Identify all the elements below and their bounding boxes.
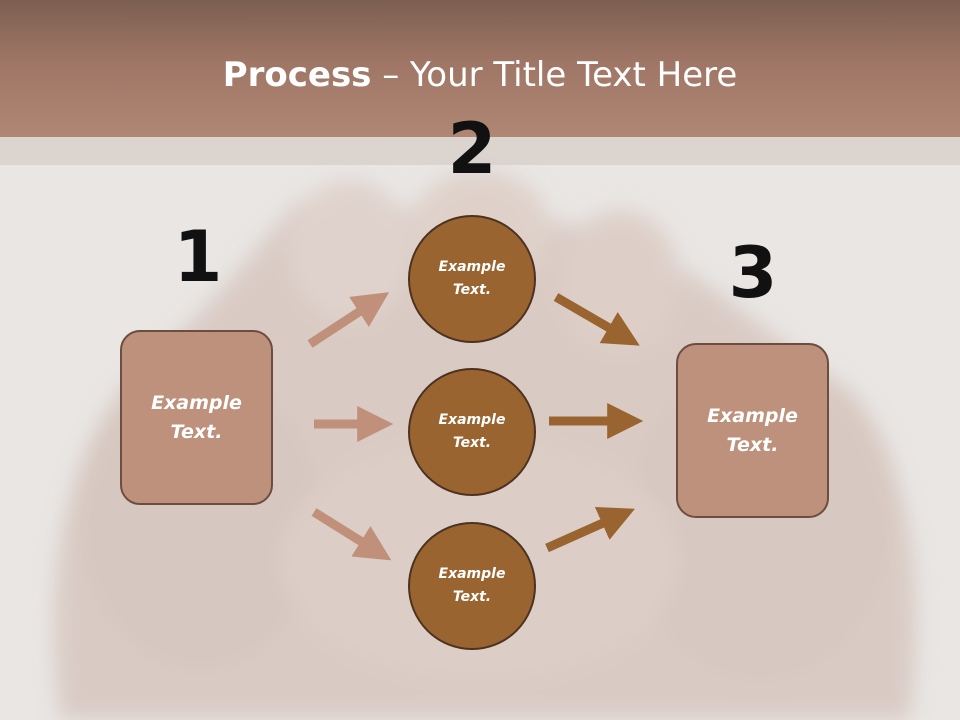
step-1-box-line2: Text. (170, 420, 223, 443)
step-3-box-line2: Text. (726, 433, 779, 456)
arrow-box1-to-circle-top (307, 292, 390, 348)
step-1-box-text: Example Text. (151, 389, 242, 447)
step-3-box-text: Example Text. (707, 402, 798, 460)
title-rest: – Your Title Text Here (371, 55, 738, 95)
circle-bottom-line1: Example (438, 566, 506, 582)
banner-stripe (0, 137, 960, 165)
circle-middle-text: Example Text. (439, 409, 506, 455)
step-1-box-line1: Example (151, 391, 242, 414)
arrow-circle-bottom-to-box3 (545, 506, 636, 553)
arrow-box1-to-circle-bottom (311, 508, 392, 561)
circle-bottom-line2: Text. (452, 589, 492, 605)
circle-top-line1: Example (438, 259, 506, 275)
step-2-circle-top: Example Text. (408, 215, 536, 343)
step-2-circle-middle: Example Text. (408, 368, 536, 496)
step-1-box: Example Text. (120, 330, 273, 505)
circle-middle-line2: Text. (452, 435, 492, 451)
circle-bottom-text: Example Text. (439, 563, 506, 609)
step-number-3: 3 (728, 232, 778, 314)
arrow-circle-top-to-box3 (553, 293, 640, 346)
circle-middle-line1: Example (438, 412, 506, 428)
title-bold: Process (222, 55, 372, 95)
step-2-circle-bottom: Example Text. (408, 522, 536, 650)
circle-top-text: Example Text. (439, 256, 506, 302)
step-3-box-line1: Example (707, 404, 798, 427)
step-3-box: Example Text. (676, 343, 829, 518)
title-banner (0, 0, 960, 137)
circle-top-line2: Text. (452, 282, 492, 298)
step-number-1: 1 (173, 216, 223, 298)
slide-title: Process – Your Title Text Here (0, 54, 960, 96)
step-number-2: 2 (447, 108, 497, 190)
